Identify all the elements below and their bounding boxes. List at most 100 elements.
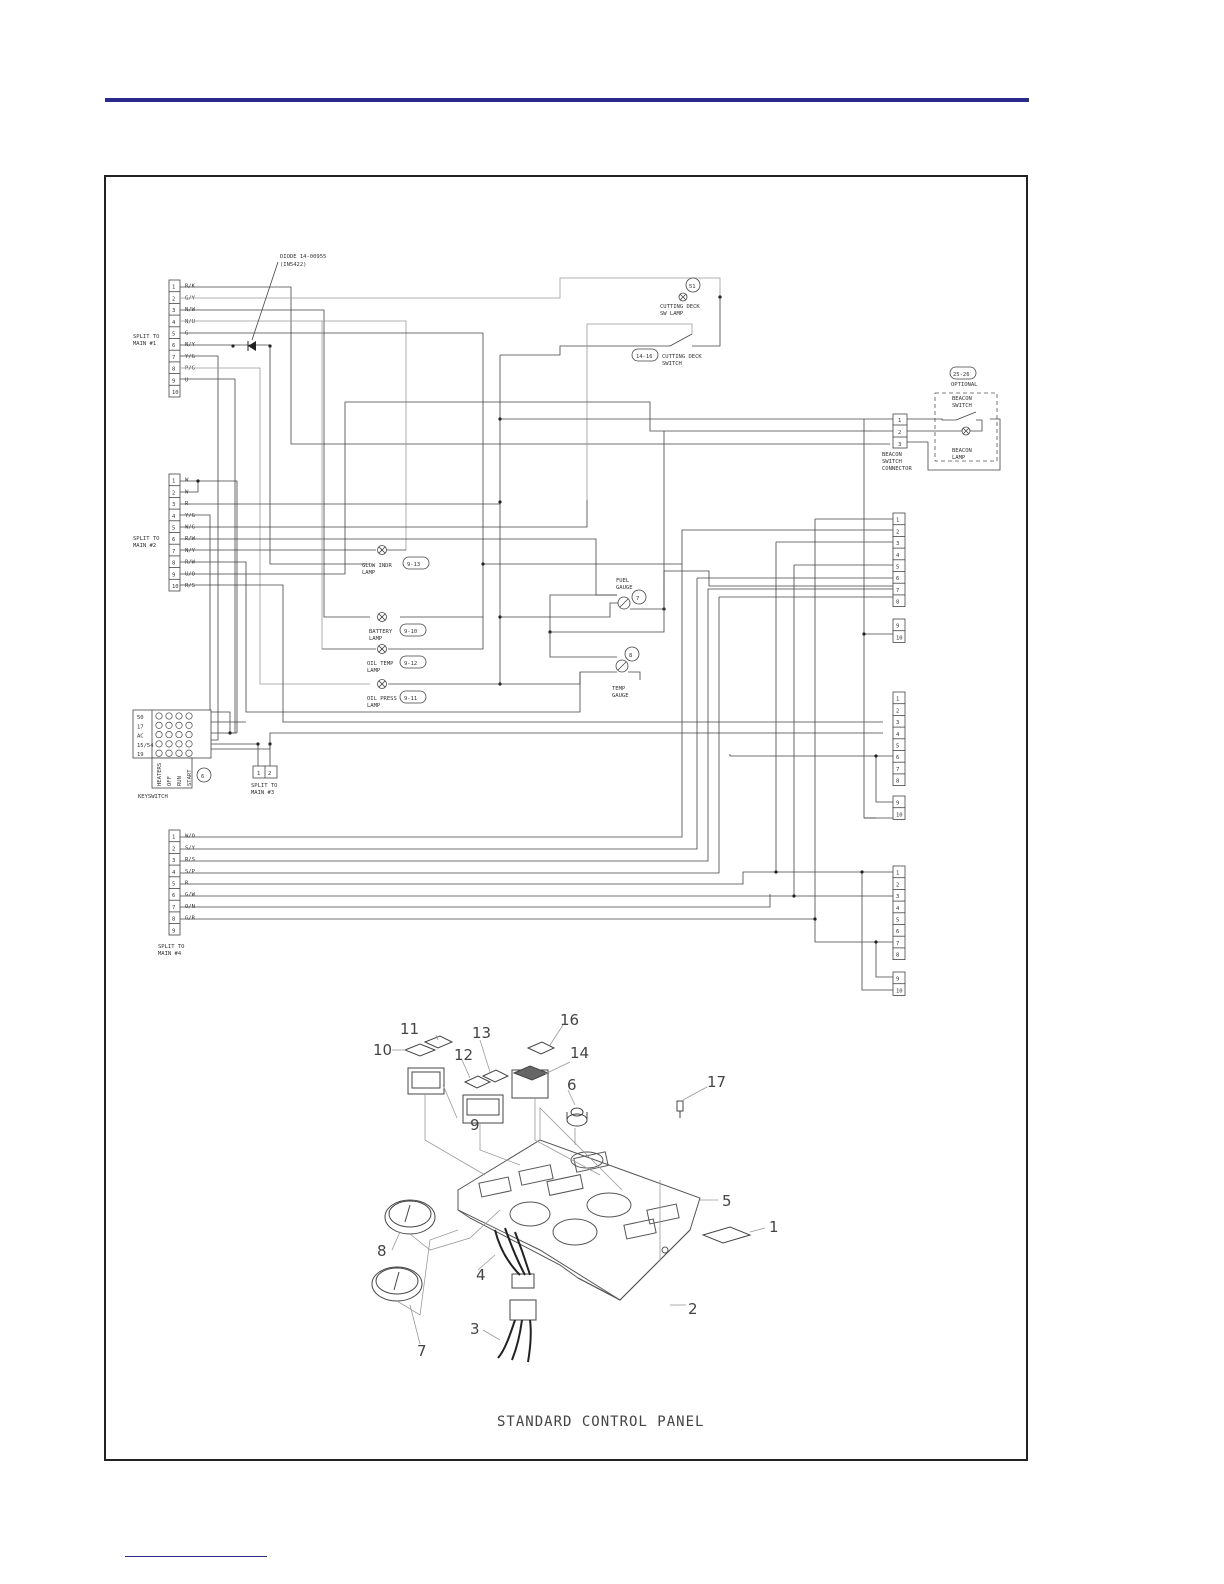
right-d-pin-9: 9 [896,801,899,807]
split2-wire-5: W/G [185,525,195,531]
split4-wire-6: G/W [185,892,196,898]
connector-right-b: 9 10 [892,618,906,643]
diode-part: (IN5422) [280,262,307,268]
split1-pin-7: 7 [172,355,175,361]
split2-wire-4: Y/G [185,513,195,519]
split2-pin-5: 5 [172,526,175,532]
callout-1: 1 [769,1218,779,1236]
split4-pin-3: 3 [172,858,175,864]
right-c-pin-5: 5 [896,744,899,750]
split-main-1-wires [180,277,890,741]
split2-pin-9: 9 [172,572,175,578]
split2-pin-6: 6 [172,537,175,543]
callout-12: 12 [454,1046,473,1064]
battery-ref: 9-10 [404,629,417,635]
split1-pin-2: 2 [172,296,175,302]
right-d-pin-10: 10 [896,812,903,818]
split2-pin-10: 10 [172,584,179,590]
right-c-pin-2: 2 [896,708,899,714]
footer-link-rule [125,1556,267,1557]
right-e-pin-4: 4 [896,906,900,912]
keyswitch-row-19: 19 [137,752,144,758]
right-f-pin-9: 9 [896,977,899,983]
callout-13: 13 [472,1024,491,1042]
right-b-pin-9: 9 [896,624,899,630]
callout-4: 4 [476,1266,486,1284]
oil-temp-ref: 9-12 [404,661,417,667]
split1-pin-6: 6 [172,343,175,349]
split4-pin-5: 5 [172,882,175,888]
split4-wire-4: S/P [185,869,196,875]
right-c-pin-6: 6 [896,755,899,761]
right-e-pin-7: 7 [896,941,899,947]
split1-wire-7: Y/G [185,354,195,360]
split1-pin-1: 1 [172,285,175,291]
callout-7: 7 [417,1342,427,1360]
connector-right-d: 9 10 [892,795,906,820]
svg-text:1: 1 [898,418,901,424]
callout-16: 16 [560,1011,579,1029]
right-e-pin-8: 8 [896,953,899,959]
right-b-pin-10: 10 [896,635,903,641]
right-e-pin-1: 1 [896,871,899,877]
right-c-pin-4: 4 [896,732,900,738]
split4-wire-3: R/S [185,857,195,863]
svg-text:2: 2 [898,430,901,436]
right-a-pin-3: 3 [896,541,899,547]
control-panel-exploded-view: 1 2 3 4 5 6 7 8 9 10 11 12 13 16 14 17 [371,1011,779,1363]
split1-wire-8: P/G [185,366,195,372]
keyswitch-row-50: 50 [137,715,144,721]
split4-pin-6: 6 [172,893,175,899]
svg-text:3: 3 [898,442,901,448]
right-a-pin-2: 2 [896,529,899,535]
split1-pin-9: 9 [172,378,175,384]
split1-wire-9: U [185,377,188,383]
cutting-deck-lamp-ref: 51 [689,284,696,290]
split1-pin-5: 5 [172,332,175,338]
split4-wire-5: R [185,881,189,887]
keyswitch-label: KEYSWITCH [138,794,168,800]
keyswitch-ref: 6 [201,774,204,780]
callout-14: 14 [570,1044,589,1062]
split4-pin-8: 8 [172,917,175,923]
optional-ref: 25-26 [953,372,970,378]
right-a-pin-1: 1 [896,518,899,524]
right-e-pin-6: 6 [896,929,899,935]
callout-10: 10 [373,1041,392,1059]
right-c-pin-7: 7 [896,767,899,773]
fuel-ref: 7 [636,596,639,602]
oil-press-ref: 9-11 [404,696,417,702]
keyswitch-col-off: OFF [167,776,173,786]
diagram-caption: STANDARD CONTROL PANEL [497,1414,704,1430]
split2-wire-10: R/S [185,583,195,589]
right-a-pin-6: 6 [896,576,899,582]
split2-pin-1: 1 [172,479,175,485]
callout-8: 8 [377,1242,387,1260]
split2-wire-8: R/W [185,560,196,566]
split2-pin-7: 7 [172,549,175,555]
split1-pin-3: 3 [172,308,175,314]
split4-pin-1: 1 [172,835,175,841]
optional-label: OPTIONAL [951,382,978,388]
